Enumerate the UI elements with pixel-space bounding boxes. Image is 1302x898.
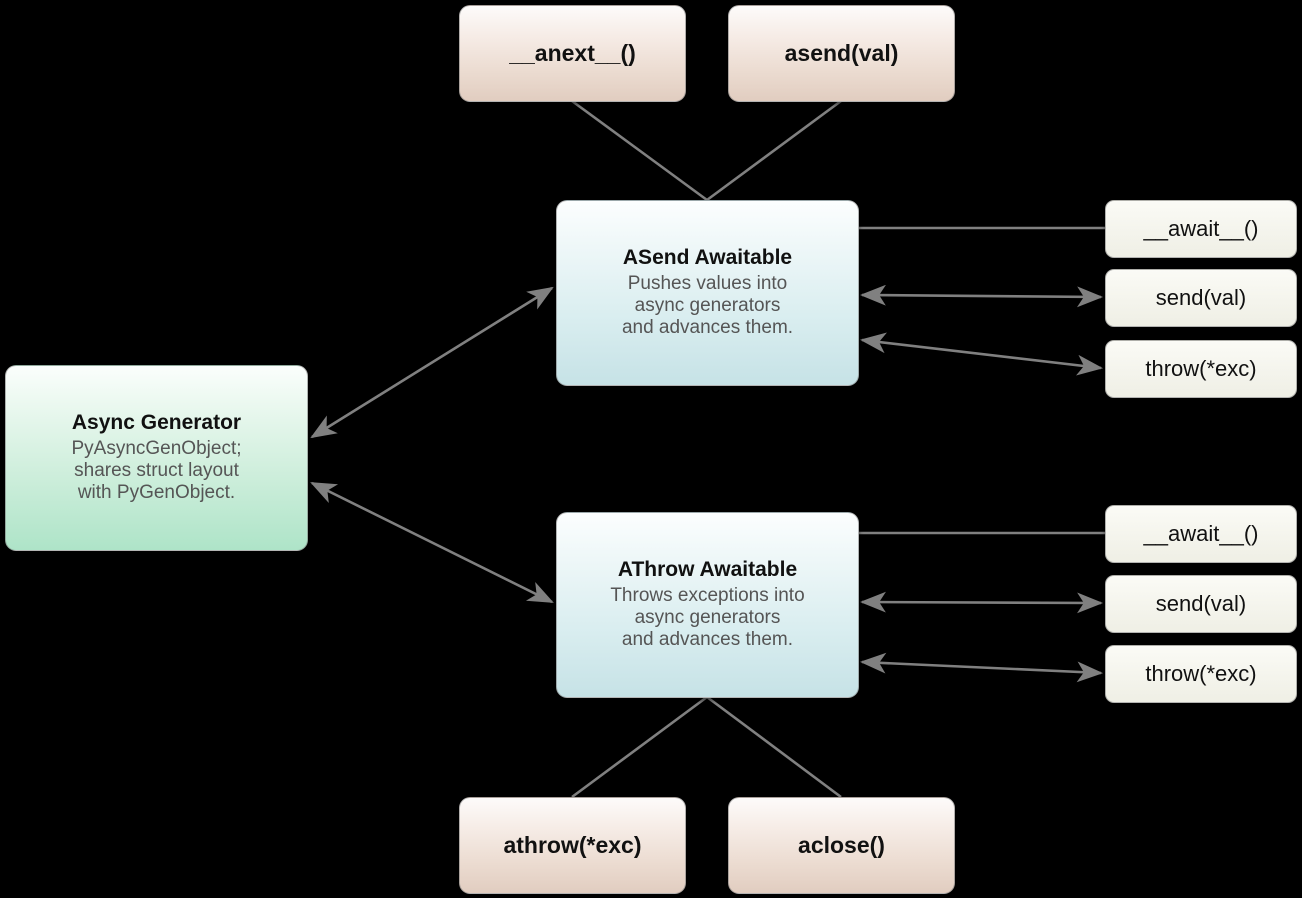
- node-athrow-slot-await-label: __await__(): [1143, 521, 1259, 547]
- node-asend-slot-await-label: __await__(): [1143, 216, 1259, 242]
- node-async-generator[interactable]: Async Generator PyAsyncGenObject; shares…: [5, 365, 308, 551]
- node-asend-method[interactable]: asend(val): [728, 5, 955, 102]
- node-athrow-slot-throw-label: throw(*exc): [1145, 661, 1257, 687]
- node-async-generator-title: Async Generator: [71, 411, 242, 435]
- node-athrow-slot-send-label: send(val): [1155, 591, 1247, 617]
- node-athrow-slot-throw[interactable]: throw(*exc): [1105, 645, 1297, 703]
- node-async-generator-subtitle: PyAsyncGenObject; shares struct layout w…: [71, 438, 242, 504]
- edge-asend-throw: [859, 332, 1104, 376]
- node-asend-slot-send-label: send(val): [1155, 285, 1247, 311]
- node-athrow-awaitable-title: AThrow Awaitable: [617, 558, 798, 582]
- edge-athrow-throw: [859, 652, 1104, 683]
- node-asend-slot-await[interactable]: __await__(): [1105, 200, 1297, 258]
- node-athrow-slot-await[interactable]: __await__(): [1105, 505, 1297, 563]
- node-asend-slot-send[interactable]: send(val): [1105, 269, 1297, 327]
- node-asend-awaitable-title: ASend Awaitable: [622, 246, 793, 270]
- node-athrow-slot-send[interactable]: send(val): [1105, 575, 1297, 633]
- node-anext[interactable]: __anext__(): [459, 5, 686, 102]
- node-asend-method-label: asend(val): [784, 39, 899, 66]
- node-athrow-awaitable[interactable]: AThrow Awaitable Throws exceptions into …: [556, 512, 859, 698]
- edge-generator-athrow: [310, 481, 554, 604]
- node-aclose-label: aclose(): [798, 831, 885, 858]
- node-athrow-awaitable-subtitle: Throws exceptions into async generators …: [610, 585, 805, 651]
- edge-generator-asend: [310, 286, 554, 439]
- node-asend-awaitable[interactable]: ASend Awaitable Pushes values into async…: [556, 200, 859, 386]
- edge-athrow-to-athrow-awaitable: [571, 695, 708, 799]
- node-athrow-method[interactable]: athrow(*exc): [459, 797, 686, 894]
- node-anext-label: __anext__(): [509, 39, 636, 66]
- node-asend-slot-throw[interactable]: throw(*exc): [1105, 340, 1297, 398]
- node-athrow-method-label: athrow(*exc): [503, 831, 642, 858]
- edge-asend-send: [859, 284, 1104, 308]
- edge-athrow-send: [859, 591, 1104, 614]
- edge-anext-to-asend: [571, 99, 708, 202]
- edge-aclose-to-athrow-awaitable: [706, 695, 842, 799]
- node-asend-awaitable-subtitle: Pushes values into async generators and …: [621, 273, 794, 339]
- node-asend-slot-throw-label: throw(*exc): [1145, 356, 1257, 382]
- node-aclose[interactable]: aclose(): [728, 797, 955, 894]
- edge-asend-to-asend-awaitable: [706, 99, 842, 202]
